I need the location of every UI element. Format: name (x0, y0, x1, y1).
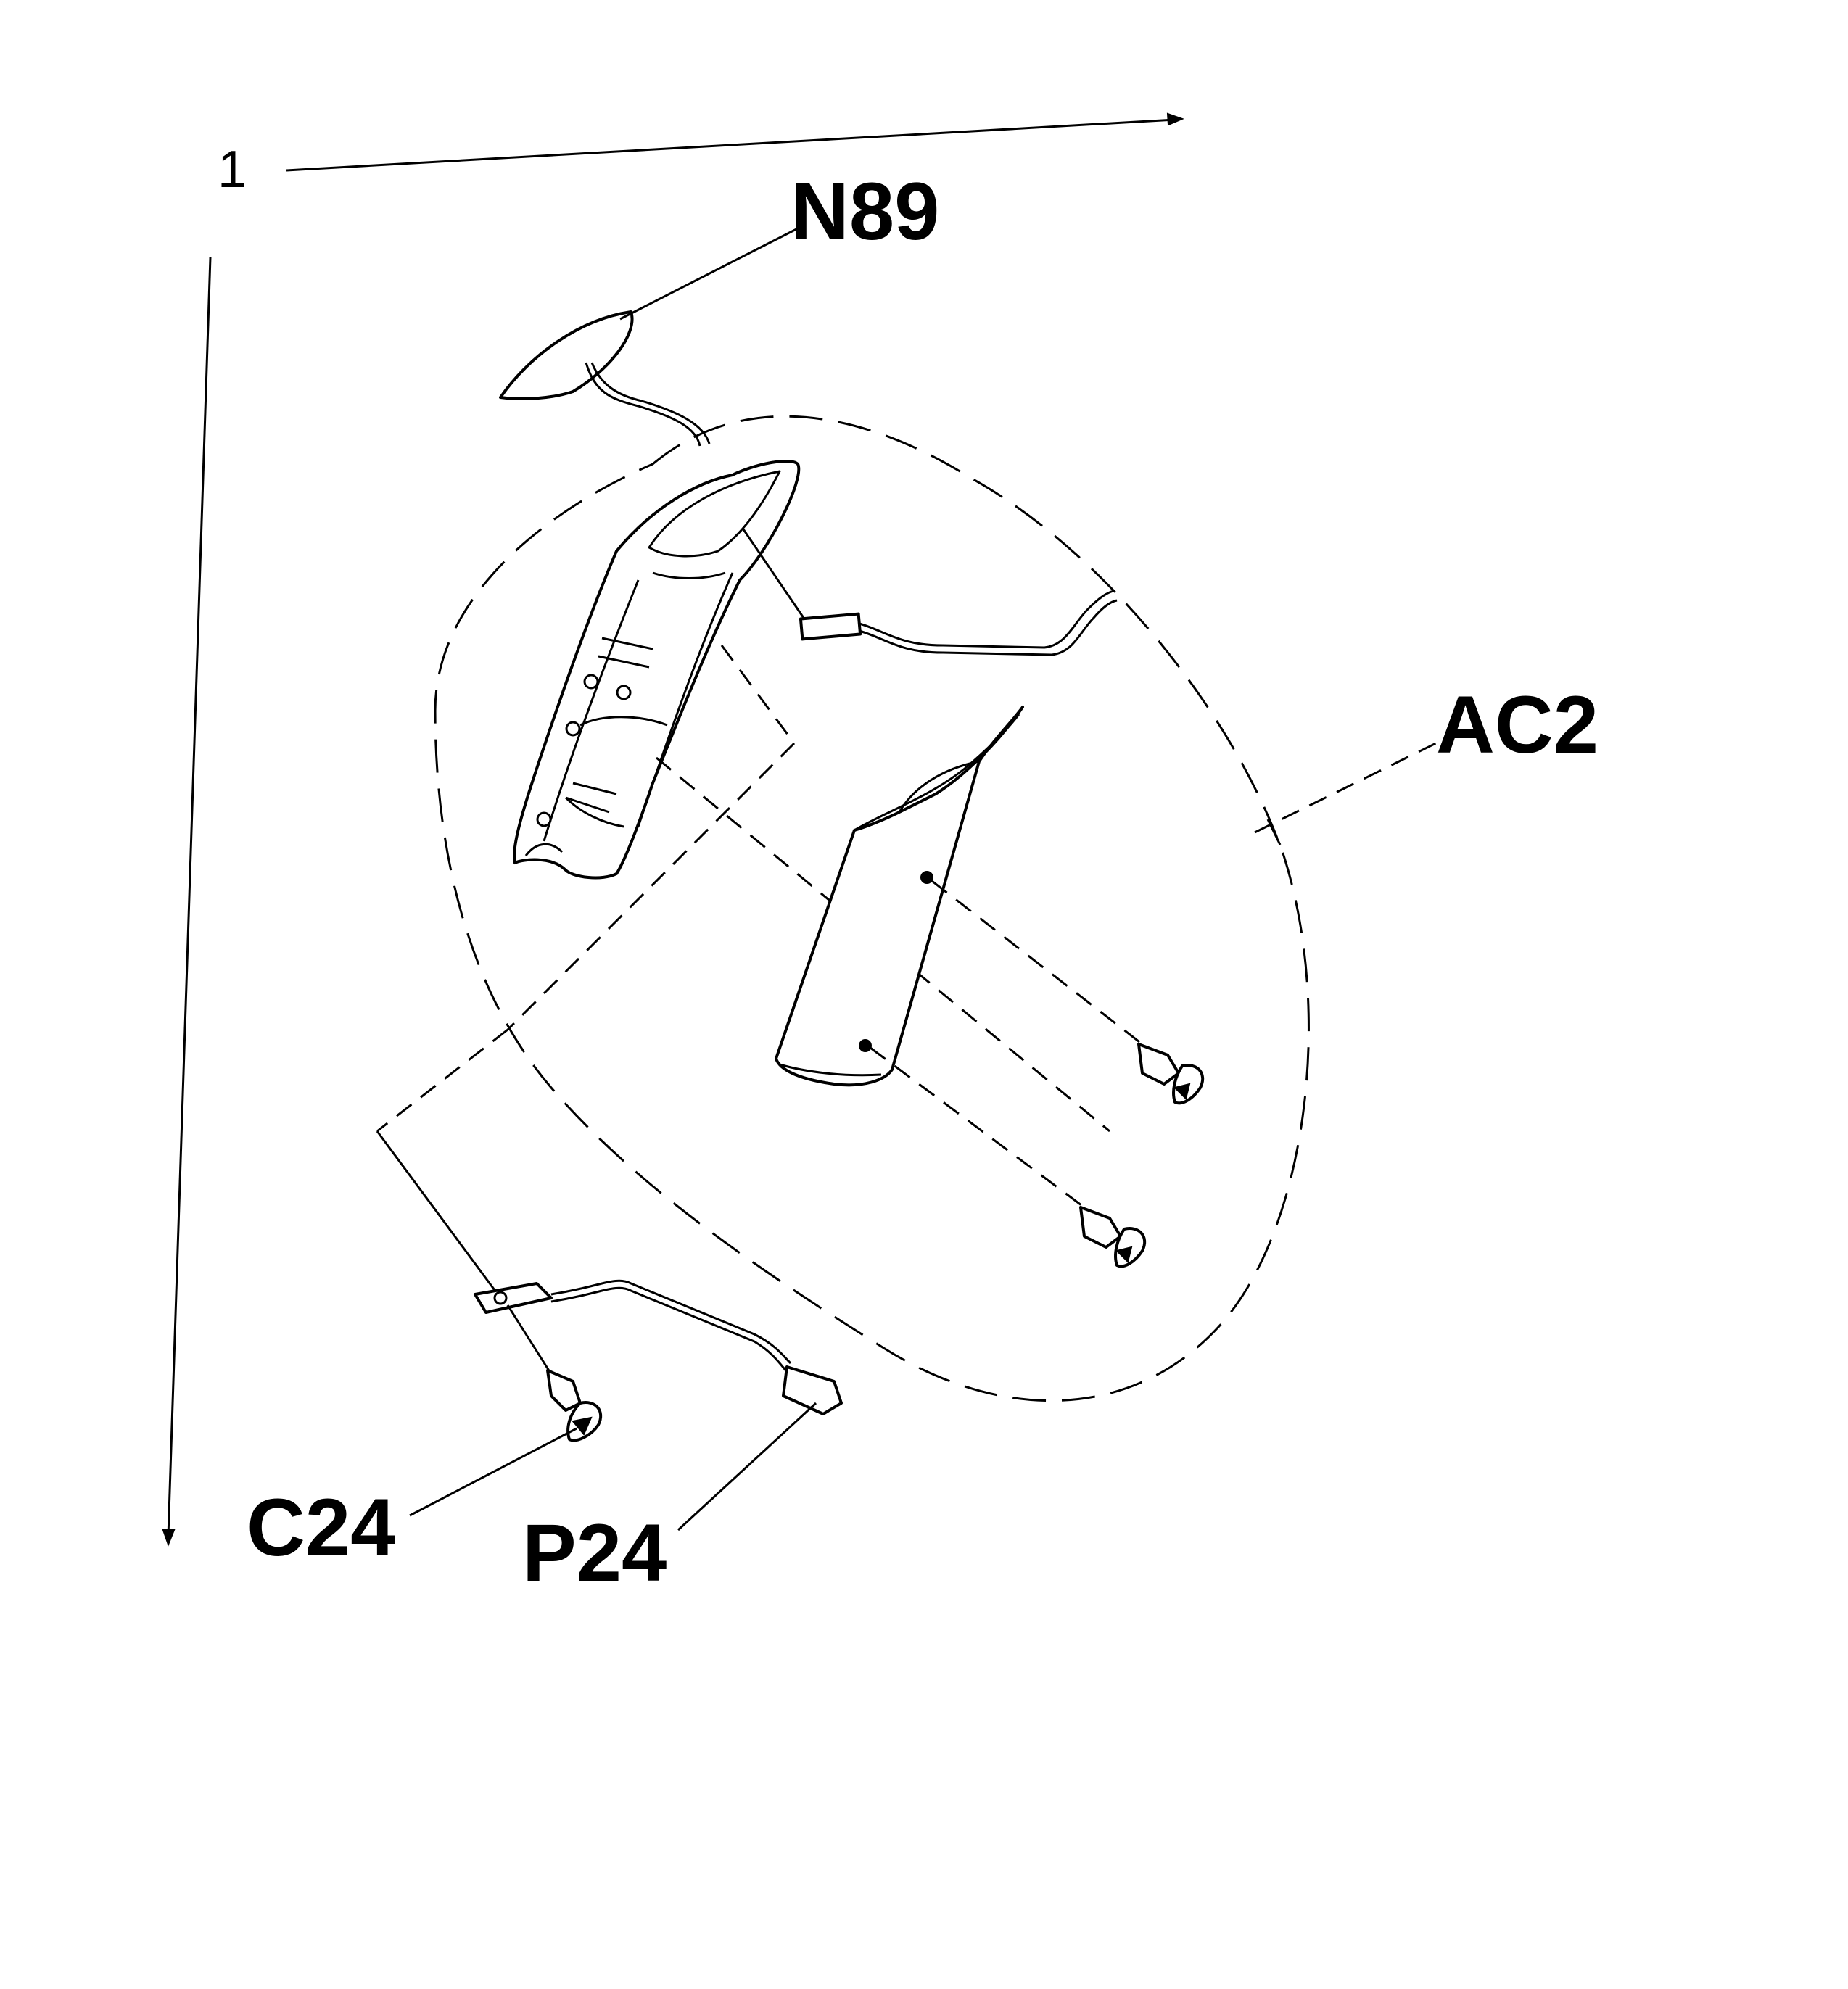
label-p24: P24 (522, 1508, 667, 1598)
inner-trim-cover (775, 706, 1024, 1087)
label-c24: C24 (247, 1482, 395, 1573)
lower-bracket-wire (474, 1279, 843, 1415)
label-n89: N89 (791, 166, 939, 257)
assembly-boundary-dashed (434, 415, 1310, 1402)
label-ac2: AC2 (1436, 679, 1599, 770)
alignment-dashed-lines (376, 645, 1110, 1299)
lamp-cover-n89 (499, 310, 711, 447)
horizontal-axis-arrow (286, 112, 1184, 172)
upper-connector-wire (742, 529, 1118, 656)
mirror-housing-shell (513, 459, 801, 880)
n89-leader (619, 227, 799, 321)
ac2-leader (1254, 738, 1444, 845)
p24-leader (677, 1402, 817, 1531)
screw-c24 (506, 1304, 603, 1442)
vertical-axis-arrow (162, 257, 212, 1547)
view-number: 1 (218, 141, 247, 199)
screw-upper (931, 880, 1205, 1105)
screw-lower (870, 1046, 1147, 1268)
c24-leader (409, 1427, 577, 1517)
